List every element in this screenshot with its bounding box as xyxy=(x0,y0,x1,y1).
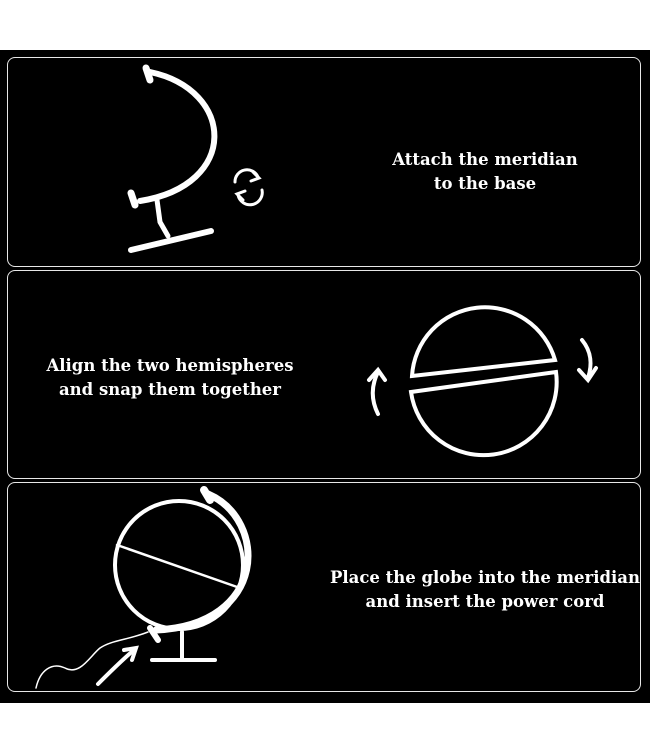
step-1-line-2: to the base xyxy=(433,174,537,193)
step-1-line-1: Attach the meridian xyxy=(392,150,578,169)
step-1-panel xyxy=(7,57,641,267)
step-2-caption: Align the two hemispheres and snap them … xyxy=(30,354,310,402)
step-2-line-1: Align the two hemispheres xyxy=(46,356,294,375)
step-1-caption: Attach the meridian to the base xyxy=(370,148,600,196)
step-2-line-2: and snap them together xyxy=(58,380,282,399)
step-3-caption: Place the globe into the meridian and in… xyxy=(320,566,650,614)
step-3-line-1: Place the globe into the meridian xyxy=(329,568,640,587)
step-3-line-2: and insert the power cord xyxy=(365,592,605,611)
